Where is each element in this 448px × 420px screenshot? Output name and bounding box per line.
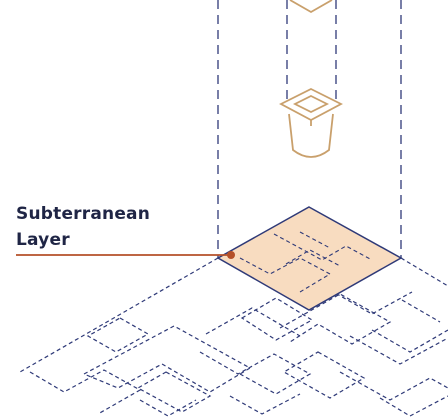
label-layer: Layer bbox=[16, 230, 70, 250]
network-cell bbox=[139, 399, 197, 417]
label-subterranean: Subterranean bbox=[16, 204, 151, 224]
tile-pattern-path bbox=[239, 257, 332, 293]
network-cell bbox=[82, 325, 252, 393]
network-cell bbox=[229, 393, 301, 415]
network-cell bbox=[282, 351, 366, 399]
label-marker-dot bbox=[227, 251, 235, 259]
network-cell bbox=[339, 371, 448, 401]
tile-pattern-path bbox=[299, 231, 331, 249]
projection-guides bbox=[217, 0, 402, 258]
pot-body bbox=[288, 113, 334, 158]
network-cell bbox=[86, 317, 150, 353]
network-cell bbox=[279, 293, 392, 345]
network-right-boundary bbox=[400, 257, 448, 287]
underground-network bbox=[19, 257, 448, 417]
network-cell bbox=[371, 329, 448, 353]
network-cell bbox=[199, 351, 312, 395]
network-cell bbox=[205, 307, 301, 337]
network-cell bbox=[401, 299, 441, 323]
network-left-boundary bbox=[19, 257, 219, 373]
subterranean-layer-tile bbox=[216, 206, 403, 311]
network-cell bbox=[379, 395, 448, 417]
tile-pattern-path bbox=[285, 249, 341, 267]
network-cell bbox=[29, 369, 142, 415]
network-cell bbox=[240, 297, 314, 341]
network-cell bbox=[349, 335, 448, 365]
tile-internal-pattern bbox=[239, 231, 373, 293]
pot-object bbox=[279, 87, 343, 158]
upper-object-fragment bbox=[289, 0, 333, 14]
network-cell bbox=[329, 289, 413, 315]
network-cell bbox=[136, 371, 212, 413]
pot-rim-inner bbox=[292, 94, 330, 114]
